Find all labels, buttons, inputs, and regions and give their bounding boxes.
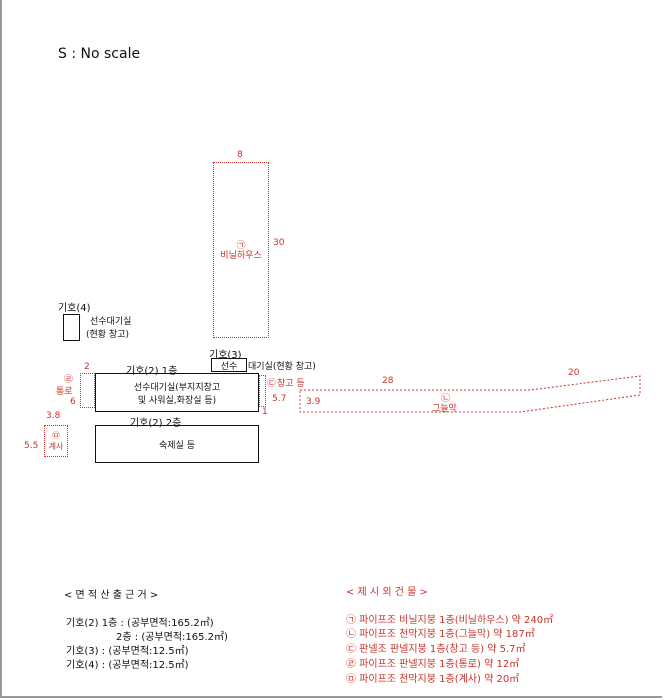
area-row-1-label: 기호(2) 1층 : [66,618,124,629]
west-shed-symbol: ㉣ [64,375,74,385]
west-shed-name: 통로 [56,387,73,397]
dh2-floor1-line1: 선수대기실(부지지창고 [133,382,221,393]
area-row-2: 2층 : (공부면적:165.2㎡) [116,628,228,643]
dh2-floor1-line2: 및 사워실,화장실 등) [137,395,217,406]
greenhouse-symbol: ㉠ [236,241,246,251]
shade-outline [299,375,641,413]
area-row-4-value: (공부면적:12.5㎡) [108,660,189,671]
greenhouse-dim-top: 8 [237,150,243,160]
dh4-title: 기호(4) [58,303,91,314]
kiosk-dim-side: 5.5 [24,441,39,451]
west-shed-outline [80,373,95,408]
area-row-2-value: (공부면적:165.2㎡) [141,632,228,643]
area-row-2-label: 2층 : [116,632,139,643]
area-basis-title: < 면 적 산 출 근 거 > [64,590,159,601]
west-shed-dim-side: 6 [70,397,76,407]
dh4-note-line2: (현황 창고) [86,330,130,340]
greenhouse-dim-side: 30 [273,238,285,248]
area-row-1: 기호(2) 1층 : (공부면적:165.2㎡) [66,614,214,629]
area-row-3: 기호(3) : (공부면적:12.5㎡) [66,642,189,657]
dh2-floor2-label: 숙제실 등 [159,440,195,451]
area-row-3-label: 기호(3) : [66,646,106,657]
greenhouse-name: 비닐하우스 [220,251,262,261]
dh4-building [63,314,80,341]
shade-dim-top-b: 20 [568,368,580,378]
excluded-item-5: ㉤ 파이프조 천막지붕 1층(계사) 약 20㎡ [346,674,520,685]
greenhouse-outline: ㉠ 비닐하우스 [213,162,269,338]
shade-symbol: ㉡ [441,394,451,404]
dh2-floor1-building: 선수대기실(부지지창고 및 사워실,화장실 등) [95,373,259,412]
area-row-3-value: (공부면적:12.5㎡) [108,646,189,657]
shade-dim-top-a: 28 [382,376,394,386]
area-row-1-value: (공부면적:165.2㎡) [127,618,214,629]
kiosk-outline: ㉤ 계사 [44,425,68,457]
east-storage-outline [259,375,266,407]
kiosk-dim-top: 3.8 [46,411,61,421]
scale-note: S : No scale [58,46,141,62]
west-shed-dim-top: 2 [84,362,90,372]
east-storage-dim-bottom: 1 [262,407,268,417]
shade-name: 그늘막 [432,404,457,414]
kiosk-name: 계사 [48,442,64,451]
east-storage-name: 창고 등 [277,379,305,389]
area-row-4-label: 기호(4) : [66,660,106,671]
excluded-item-4: ㉣ 파이프조 판넬지붕 1층(통로) 약 12㎡ [346,659,520,670]
dh3-label: 선수 [220,361,238,372]
dh3-title: 기호(3) [209,350,242,361]
excluded-item-3: ㉢ 판넬조 판넬지붕 1층(창고 등) 약 5.7㎡ [346,644,526,655]
dh2-floor1-title: 기호(2) 1층 [126,366,178,377]
excluded-item-1: ㉠ 파이프조 비닐지붕 1층(비닐하우스) 약 240㎡ [346,615,554,626]
area-row-4: 기호(4) : (공부면적:12.5㎡) [66,656,189,671]
dh4-note-line1: 선수대기실 [90,317,132,327]
east-storage-symbol: ㉢ [267,379,277,389]
dh2-floor2-title: 기호(2) 2층 [130,418,182,429]
excluded-item-2: ㉡ 파이프조 천막지붕 1층(그늘막) 약 187㎡ [346,629,535,640]
shade-dim-side: 3.9 [306,397,321,407]
east-storage-dim-side: 5.7 [272,394,287,404]
dh3-note: 대기실(현황 창고) [248,362,316,372]
dh3-building: 선수 [211,358,247,372]
dh2-floor2-building: 숙제실 등 [95,425,259,463]
excluded-title: < 제 시 외 건 물 > [346,587,428,598]
kiosk-symbol: ㉤ [52,431,60,440]
